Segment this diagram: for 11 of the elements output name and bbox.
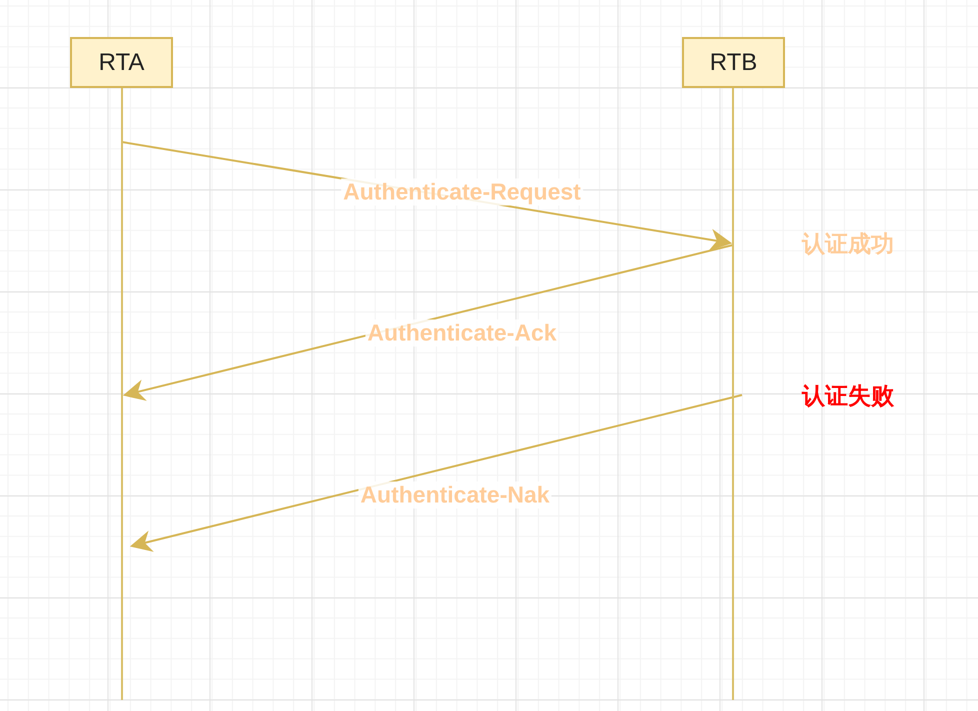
message-arrow — [130, 394, 742, 552]
edge-label: Authenticate-Ack — [365, 320, 559, 346]
status-note: 认证失败 — [802, 382, 894, 410]
edge-label: Authenticate-Nak — [358, 482, 552, 508]
participant — [682, 37, 785, 700]
message-arrow — [122, 244, 734, 401]
edge-label: Authenticate-Request — [341, 178, 583, 206]
participant — [70, 37, 173, 700]
participant-box: RTB — [682, 37, 785, 88]
status-note: 认证成功 — [802, 230, 894, 258]
participant-box: RTA — [70, 37, 173, 88]
